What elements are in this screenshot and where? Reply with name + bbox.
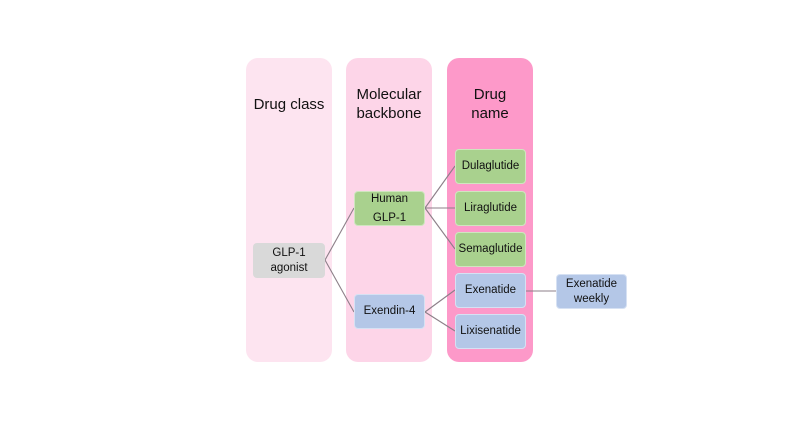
node-exendin4: Exendin-4 bbox=[354, 294, 425, 329]
column-title-molecular-backbone: Molecular backbone bbox=[356, 86, 422, 122]
column-title-drug-class: Drug class bbox=[253, 96, 325, 113]
node-exenatide: Exenatide bbox=[455, 273, 526, 308]
link-human-semaglutide bbox=[424, 207, 456, 250]
node-glp1-agonist: GLP-1 agonist bbox=[253, 243, 325, 278]
node-human-glp1: Human GLP-1 bbox=[354, 191, 425, 226]
node-semaglutide: Semaglutide bbox=[455, 232, 526, 267]
node-dulaglutide: Dulaglutide bbox=[455, 149, 526, 184]
column-drug-class: Drug class bbox=[246, 58, 332, 362]
link-exendin-exenatide bbox=[424, 289, 456, 313]
column-title-drug-name: Drug name bbox=[471, 86, 509, 122]
link-exendin-lixisenatide bbox=[424, 311, 456, 332]
node-exenatide-weekly: Exenatide weekly bbox=[556, 274, 627, 309]
link-agonist-human bbox=[324, 207, 355, 261]
link-agonist-exendin bbox=[324, 259, 355, 313]
link-human-dulaglutide bbox=[424, 165, 456, 209]
node-lixisenatide: Lixisenatide bbox=[455, 314, 526, 349]
node-liraglutide: Liraglutide bbox=[455, 191, 526, 226]
